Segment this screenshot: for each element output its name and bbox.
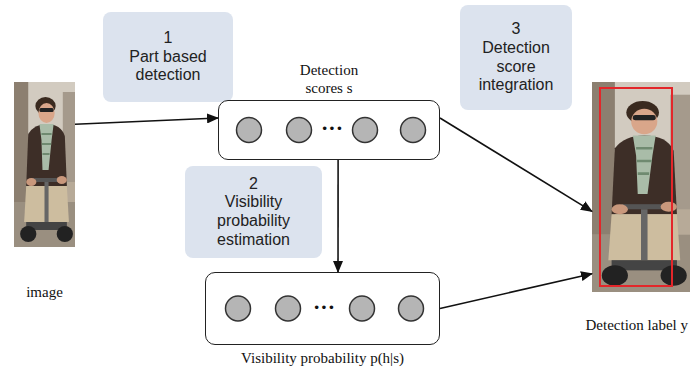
- caption-label: Detection scores s: [283, 61, 375, 97]
- score-vector-box: Detection scores s···: [218, 100, 440, 160]
- ellipsis: ···: [321, 115, 343, 141]
- step-label: Detection score integration: [468, 39, 564, 95]
- step-callout: 3Detection score integration: [460, 5, 572, 110]
- callout-number: 2: [249, 175, 258, 194]
- flow-arrow: [440, 118, 592, 211]
- step-label: Visibility probability estimation: [193, 193, 314, 249]
- ellipsis: ···: [313, 293, 335, 319]
- unit-node: [353, 118, 378, 143]
- callout-number: 1: [164, 29, 173, 48]
- visibility-vector-box: ···Visibility probability p(h|s): [205, 272, 440, 345]
- caption-label: Visibility probability p(h|s): [241, 350, 404, 367]
- unit-node: [226, 296, 251, 321]
- callout-number: 3: [512, 20, 521, 39]
- caption-label: image: [26, 284, 63, 301]
- unit-node: [401, 118, 426, 143]
- step-callout: 1Part based detection: [103, 12, 233, 102]
- flow-arrow: [75, 118, 218, 124]
- pedestrian-photo: [14, 82, 75, 247]
- unit-node: [350, 296, 375, 321]
- unit-node: [276, 296, 301, 321]
- unit-node: [287, 118, 312, 143]
- unit-node: [399, 296, 424, 321]
- pedestrian-photo: [592, 82, 690, 292]
- detection-box: [600, 88, 672, 286]
- step-label: Part based detection: [111, 48, 225, 85]
- unit-node: [237, 118, 262, 143]
- flow-arrow: [440, 274, 592, 309]
- flow-arrow: [337, 160, 339, 272]
- input-image: image: [14, 82, 75, 274]
- caption-label: Detection label y: [586, 317, 688, 334]
- step-callout: 2Visibility probability estimation: [185, 166, 322, 258]
- output-image: Detection label y: [592, 82, 690, 313]
